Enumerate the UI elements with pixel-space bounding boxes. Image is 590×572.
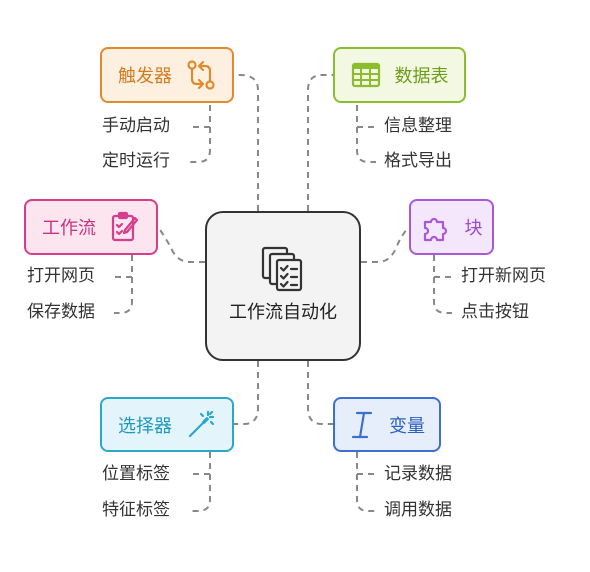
connector-workflow bbox=[157, 226, 205, 263]
center-title: 工作流自动化 bbox=[229, 302, 337, 323]
node-workflow-label: 工作流 bbox=[42, 218, 96, 239]
puzzle-icon bbox=[421, 212, 451, 242]
node-workflow[interactable]: 工作流 bbox=[24, 199, 158, 255]
edit-checklist-icon bbox=[110, 211, 140, 243]
node-block-label: 块 bbox=[464, 218, 483, 239]
datatable-item: 格式导出 bbox=[384, 151, 452, 171]
connector-variable bbox=[307, 361, 333, 425]
node-selector-label: 选择器 bbox=[118, 415, 172, 437]
connector-workflow-items bbox=[114, 255, 133, 314]
connector-datatable bbox=[307, 74, 333, 211]
trigger-item: 定时运行 bbox=[102, 151, 170, 171]
node-block[interactable]: 块 bbox=[409, 199, 494, 255]
connector-variable-items bbox=[356, 452, 376, 512]
node-datatable[interactable]: 数据表 bbox=[333, 47, 466, 103]
node-variable[interactable]: 变量 bbox=[333, 397, 441, 452]
workflow-item: 保存数据 bbox=[27, 302, 95, 322]
center-node: 工作流自动化 bbox=[205, 211, 361, 361]
checklist-documents-icon bbox=[261, 246, 303, 292]
git-compare-icon bbox=[186, 59, 216, 91]
magic-wand-icon bbox=[186, 410, 216, 440]
selector-item: 特征标签 bbox=[102, 500, 170, 520]
workflow-item: 打开网页 bbox=[27, 266, 95, 286]
node-datatable-label: 数据表 bbox=[394, 66, 449, 87]
table-icon bbox=[351, 61, 381, 89]
connector-trigger-items bbox=[190, 105, 211, 163]
connector-selector bbox=[234, 361, 259, 425]
connector-selector-items bbox=[190, 452, 211, 512]
variable-item: 调用数据 bbox=[384, 500, 452, 520]
text-cursor-icon bbox=[349, 410, 375, 440]
variable-item: 记录数据 bbox=[384, 464, 452, 484]
trigger-item: 手动启动 bbox=[102, 116, 170, 136]
connector-datatable-items bbox=[356, 105, 376, 163]
block-item: 打开新网页 bbox=[461, 266, 546, 286]
datatable-item: 信息整理 bbox=[384, 116, 452, 136]
connector-block bbox=[361, 226, 410, 263]
node-selector[interactable]: 选择器 bbox=[100, 397, 234, 452]
selector-item: 位置标签 bbox=[102, 464, 170, 484]
block-item: 点击按钮 bbox=[461, 302, 529, 322]
node-trigger[interactable]: 触发器 bbox=[100, 47, 234, 103]
connector-trigger bbox=[234, 74, 259, 211]
connector-block-items bbox=[433, 255, 452, 314]
node-trigger-label: 触发器 bbox=[118, 66, 172, 87]
node-variable-label: 变量 bbox=[389, 415, 425, 437]
